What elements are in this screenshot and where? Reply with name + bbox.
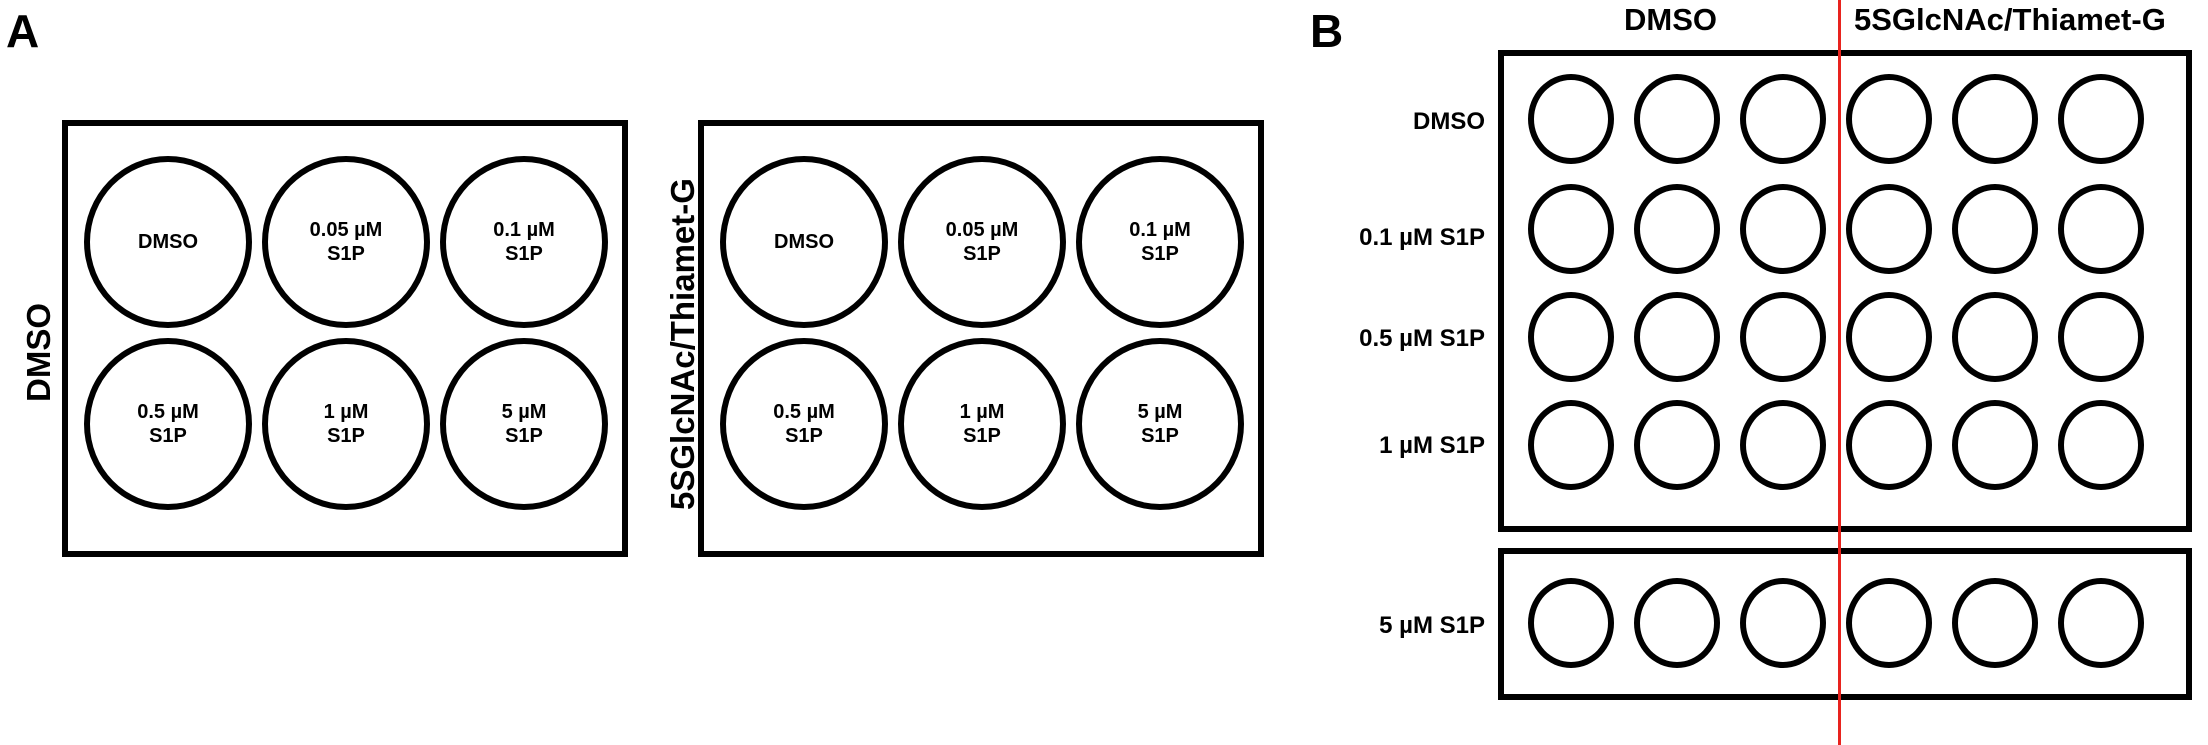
well-strip-c6 bbox=[2058, 578, 2144, 668]
well-r3-c6 bbox=[2058, 292, 2144, 382]
well-r2-c6 bbox=[2058, 184, 2144, 274]
well-r1-c6 bbox=[2058, 74, 2144, 164]
well-r1-c2 bbox=[1634, 74, 1720, 164]
well-r4-c6 bbox=[2058, 400, 2144, 490]
panel-a-label: A bbox=[6, 5, 40, 57]
plate-2-well-1: DMSO bbox=[720, 156, 888, 328]
well-label: 5 µM bbox=[501, 401, 547, 423]
column-header-treatment: 5SGlcNAc/Thiamet-G bbox=[1854, 2, 2166, 37]
well-r2-c3 bbox=[1740, 184, 1826, 274]
well-r3-c1 bbox=[1528, 292, 1614, 382]
well-r4-c1 bbox=[1528, 400, 1614, 490]
well-label: 0.5 µM bbox=[773, 401, 835, 423]
well-label: S1P bbox=[1141, 243, 1179, 265]
well-label: DMSO bbox=[774, 231, 834, 253]
well-label: S1P bbox=[1141, 425, 1179, 447]
well-r1-c3 bbox=[1740, 74, 1826, 164]
well-r2-c4 bbox=[1846, 184, 1932, 274]
well-label: S1P bbox=[785, 425, 823, 447]
well-label: S1P bbox=[963, 243, 1001, 265]
well-label: 5 µM bbox=[1137, 401, 1183, 423]
well-label: S1P bbox=[505, 243, 543, 265]
well-r1-c4 bbox=[1846, 74, 1932, 164]
panel-b-label: B bbox=[1310, 5, 1344, 57]
well-strip-c2 bbox=[1634, 578, 1720, 668]
well-label: 0.1 µM bbox=[1129, 219, 1191, 241]
plate-2-condition-label: 5SGlcNAc/Thiamet-G bbox=[664, 178, 701, 510]
well-label: S1P bbox=[327, 425, 365, 447]
plate-1-condition-label: DMSO bbox=[20, 303, 57, 402]
well-r2-c2 bbox=[1634, 184, 1720, 274]
row-label-dmso: DMSO bbox=[1413, 108, 1485, 135]
well-strip-c5 bbox=[1952, 578, 2038, 668]
well-r1-c5 bbox=[1952, 74, 2038, 164]
condition-divider-line bbox=[1838, 0, 1841, 745]
row-label-0-5um: 0.5 µM S1P bbox=[1359, 325, 1485, 352]
well-label: S1P bbox=[505, 425, 543, 447]
well-strip-c3 bbox=[1740, 578, 1826, 668]
row-label-1um: 1 µM S1P bbox=[1379, 432, 1485, 459]
well-r1-c1 bbox=[1528, 74, 1614, 164]
well-label: S1P bbox=[149, 425, 187, 447]
well-label: 1 µM bbox=[959, 401, 1005, 423]
well-r4-c2 bbox=[1634, 400, 1720, 490]
well-r2-c1 bbox=[1528, 184, 1614, 274]
well-label: 0.1 µM bbox=[493, 219, 555, 241]
column-header-dmso: DMSO bbox=[1624, 2, 1717, 37]
well-r3-c5 bbox=[1952, 292, 2038, 382]
plate-24-well bbox=[1498, 50, 2192, 532]
well-r4-c5 bbox=[1952, 400, 2038, 490]
well-label: 0.05 µM bbox=[945, 219, 1019, 241]
well-label: 0.05 µM bbox=[309, 219, 383, 241]
well-label: 1 µM bbox=[323, 401, 369, 423]
well-label: DMSO bbox=[138, 231, 198, 253]
well-label: S1P bbox=[327, 243, 365, 265]
well-r3-c3 bbox=[1740, 292, 1826, 382]
well-r2-c5 bbox=[1952, 184, 2038, 274]
well-r4-c3 bbox=[1740, 400, 1826, 490]
well-label: S1P bbox=[963, 425, 1001, 447]
well-strip-c4 bbox=[1846, 578, 1932, 668]
well-r3-c2 bbox=[1634, 292, 1720, 382]
well-label: 0.5 µM bbox=[137, 401, 199, 423]
plate-strip bbox=[1498, 548, 2192, 700]
row-label-0-1um: 0.1 µM S1P bbox=[1359, 224, 1485, 251]
row-label-5um: 5 µM S1P bbox=[1379, 612, 1485, 639]
plate-1-well-1: DMSO bbox=[84, 156, 252, 328]
well-r4-c4 bbox=[1846, 400, 1932, 490]
well-strip-c1 bbox=[1528, 578, 1614, 668]
well-r3-c4 bbox=[1846, 292, 1932, 382]
